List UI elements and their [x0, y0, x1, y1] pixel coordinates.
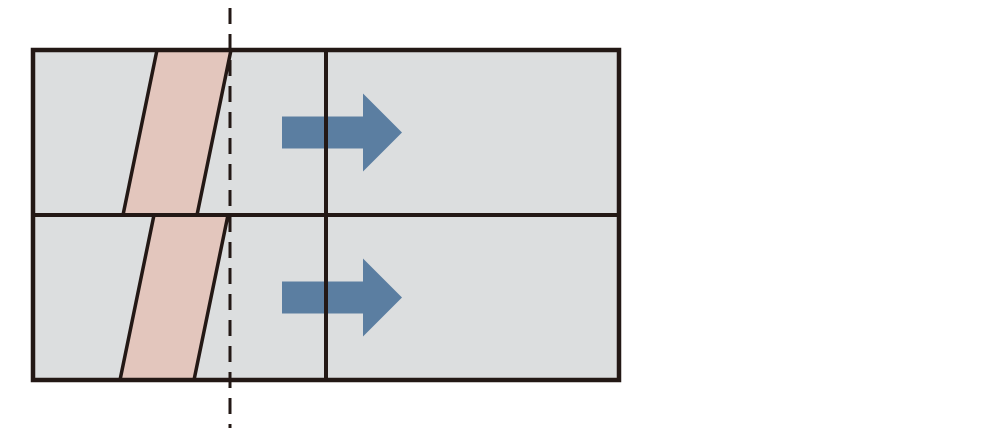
outer-border — [30, 47, 622, 383]
arrow-right-icon — [282, 93, 402, 172]
arrow-right-icon — [282, 258, 402, 337]
